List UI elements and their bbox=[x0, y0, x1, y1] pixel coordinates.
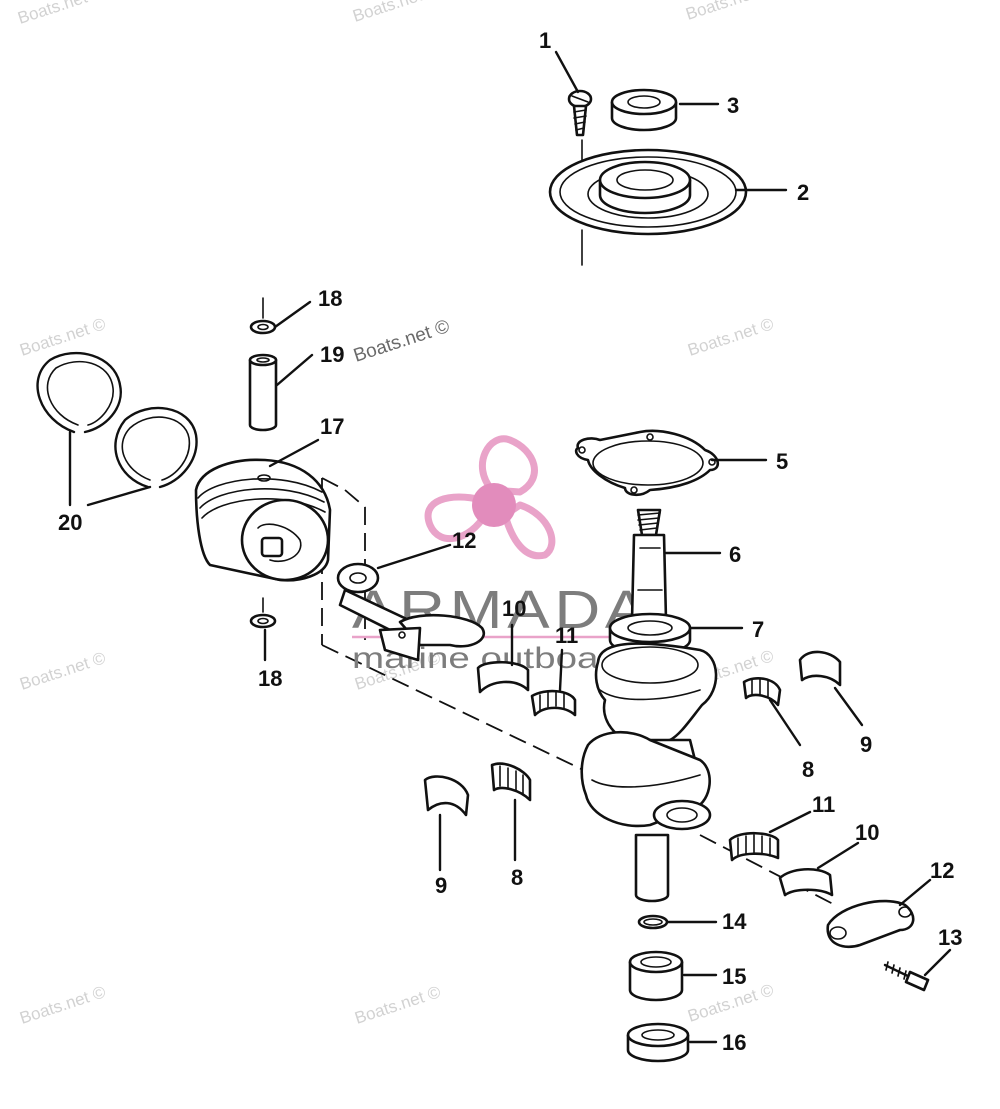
part-seal-3 bbox=[610, 88, 678, 132]
part-piston-rings-20 bbox=[36, 352, 198, 489]
callout-20: 20 bbox=[58, 510, 82, 535]
callout-15: 15 bbox=[722, 964, 746, 989]
part-screw-13 bbox=[883, 961, 930, 992]
part-bearing-half-10-left bbox=[476, 660, 530, 694]
part-seal-16 bbox=[626, 1022, 690, 1063]
part-gasket-5 bbox=[574, 429, 719, 497]
callout-10: 10 bbox=[855, 820, 879, 845]
watermark: Boats.net © bbox=[350, 0, 441, 26]
callout-19: 19 bbox=[320, 342, 344, 367]
callout-18: 18 bbox=[318, 286, 342, 311]
callout-3: 3 bbox=[727, 93, 739, 118]
part-end-cap-2 bbox=[548, 148, 748, 236]
watermark-dark: Boats.net © bbox=[351, 316, 452, 367]
callout-labels: 1 2 3 5 6 7 8 8 9 9 10 10 11 11 12 12 13… bbox=[58, 28, 962, 1055]
callout-7: 7 bbox=[752, 617, 764, 642]
callout-16: 16 bbox=[722, 1030, 746, 1055]
callout-8: 8 bbox=[511, 865, 523, 890]
part-screw-1 bbox=[567, 89, 593, 137]
part-bushing-15 bbox=[628, 950, 684, 1002]
part-connecting-rod-12 bbox=[336, 562, 486, 662]
part-bearing-half-9-right bbox=[798, 650, 842, 687]
callout-11: 11 bbox=[555, 623, 578, 648]
leader-lines bbox=[68, 50, 952, 1044]
callout-9: 9 bbox=[435, 873, 447, 898]
part-bearing-half-9-left bbox=[423, 775, 470, 817]
part-crankshaft-6 bbox=[630, 508, 668, 622]
crankshaft-body bbox=[580, 642, 718, 903]
watermark: Boats.net © bbox=[15, 0, 106, 28]
propeller-icon bbox=[424, 435, 556, 560]
callout-6: 6 bbox=[729, 542, 741, 567]
callout-18: 18 bbox=[258, 666, 282, 691]
callout-8: 8 bbox=[802, 757, 814, 782]
part-piston-17 bbox=[194, 458, 332, 582]
callout-14: 14 bbox=[722, 909, 747, 934]
callout-12: 12 bbox=[452, 528, 476, 553]
part-retainer-18-top bbox=[249, 319, 277, 335]
callout-1: 1 bbox=[539, 28, 551, 53]
watermark: Boats.net © bbox=[683, 0, 774, 24]
callout-12: 12 bbox=[930, 858, 954, 883]
callout-17: 17 bbox=[320, 414, 344, 439]
part-needle-cage-11-left bbox=[530, 689, 577, 717]
callout-5: 5 bbox=[776, 449, 788, 474]
part-piston-pin-19 bbox=[248, 353, 278, 432]
part-needle-cage-8-left bbox=[490, 762, 532, 802]
callout-11: 11 bbox=[812, 792, 835, 817]
callout-13: 13 bbox=[938, 925, 962, 950]
part-o-ring-14 bbox=[637, 914, 669, 930]
watermark: Boats.net © bbox=[685, 314, 776, 360]
part-retainer-18-bottom bbox=[249, 613, 277, 629]
part-needle-cage-8-right bbox=[742, 676, 782, 707]
watermark: Boats.net © bbox=[17, 982, 108, 1028]
watermark: Boats.net © bbox=[17, 314, 108, 360]
watermark: Boats.net © bbox=[17, 648, 108, 694]
propeller-hub bbox=[472, 483, 516, 527]
callout-9: 9 bbox=[860, 732, 872, 757]
part-needle-cage-11-right bbox=[728, 831, 780, 862]
part-rod-cap-12 bbox=[826, 899, 915, 949]
callout-10: 10 bbox=[502, 596, 526, 621]
watermark: Boats.net © bbox=[352, 982, 443, 1028]
part-bearing-half-10-right bbox=[778, 868, 834, 897]
callout-2: 2 bbox=[797, 180, 809, 205]
